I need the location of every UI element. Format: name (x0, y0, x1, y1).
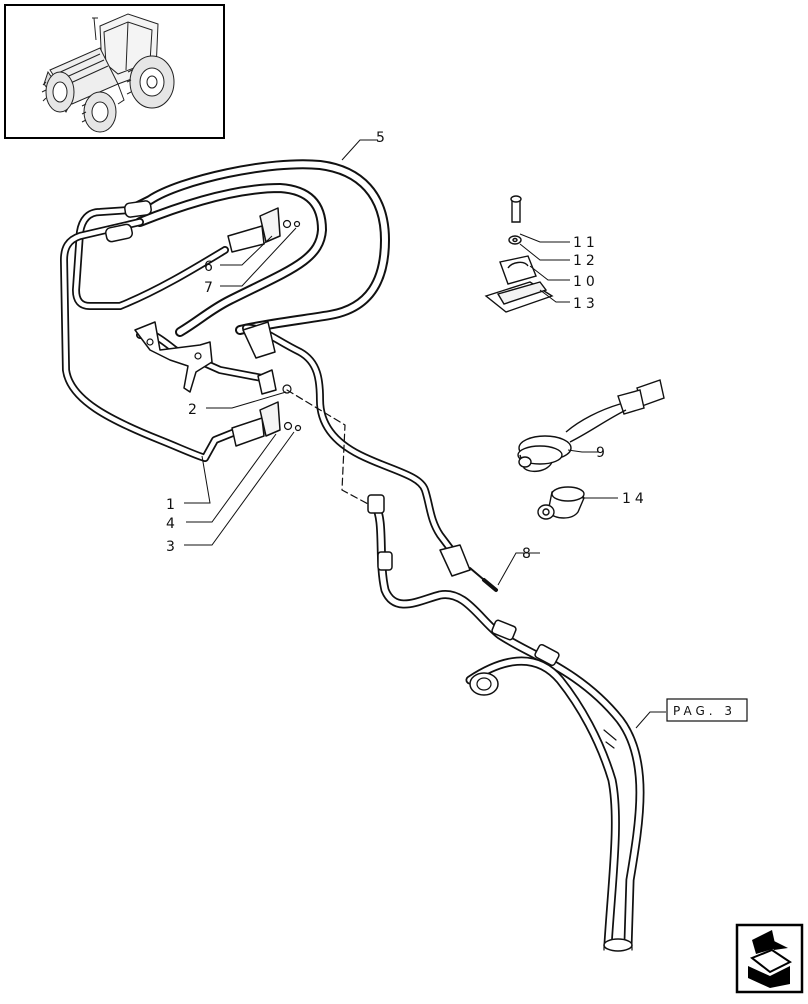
callout-9: 9 (596, 445, 609, 461)
callout-3: 3 (166, 539, 179, 555)
assembly-dash-line (286, 389, 371, 506)
pressure-switch-9 (517, 379, 665, 473)
wiring-harness (370, 500, 645, 950)
callout-5: 5 (376, 130, 389, 146)
callout-8: 8 (522, 546, 535, 562)
hose-assembly (60, 159, 645, 952)
page-reference[interactable]: PAG. 3 (666, 698, 748, 722)
callout-2: 2 (188, 402, 201, 418)
next-page-arrow-icon (748, 930, 792, 988)
clamp-10 (499, 255, 537, 285)
callout-14: 14 (622, 491, 648, 507)
callout-4: 4 (166, 516, 179, 532)
wiring-harness-branch (465, 656, 620, 950)
next-page-button[interactable] (735, 923, 804, 994)
leader-lines (184, 139, 666, 729)
page-reference-label: PAG. 3 (673, 704, 736, 718)
callout-10: 10 (573, 274, 599, 290)
callout-7: 7 (204, 280, 217, 296)
callout-11: 11 (573, 235, 599, 251)
bolt-11 (511, 199, 521, 223)
mounting-bracket (134, 321, 213, 393)
callout-labels: 1 2 3 4 5 6 7 8 9 10 11 12 13 14 (166, 130, 648, 562)
tractor-icon (41, 13, 175, 133)
callout-13: 13 (573, 296, 599, 312)
callout-12: 12 (573, 253, 599, 269)
tractor-thumbnail[interactable] (4, 4, 225, 139)
pressure-switch-14 (537, 486, 585, 520)
clamp-detail (484, 195, 554, 313)
callout-6: 6 (204, 259, 217, 275)
callout-1: 1 (166, 497, 179, 513)
rigid-tube-down (242, 323, 466, 569)
